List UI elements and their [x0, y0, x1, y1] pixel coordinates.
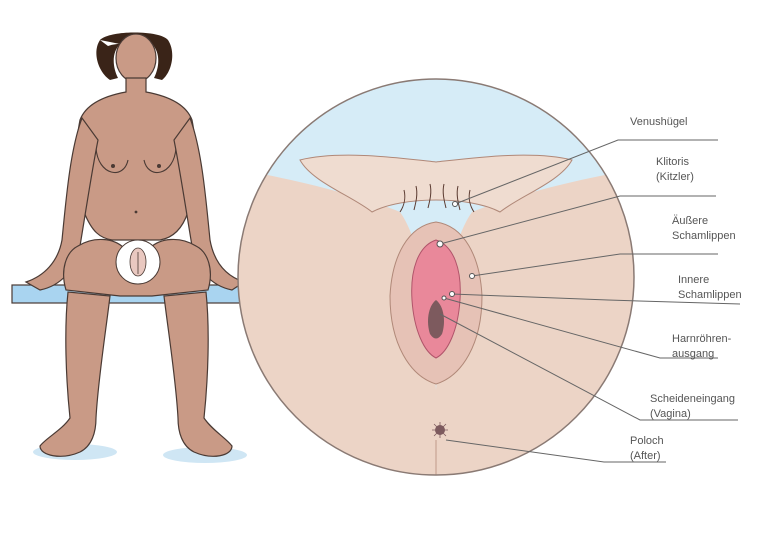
detail-circle — [237, 78, 635, 476]
label-outer-labia-2: Schamlippen — [672, 230, 736, 242]
label-vagina-alt: (Vagina) — [650, 408, 691, 420]
leader-dots — [436, 201, 475, 301]
head — [115, 33, 157, 83]
hair — [96, 32, 173, 80]
seated-figure-illustration — [11, 32, 249, 463]
leader-lines — [439, 139, 741, 463]
label-outer-labia: Äußere — [672, 215, 708, 227]
inner-labia — [411, 239, 461, 359]
label-mons-pubis: Venushügel — [630, 116, 688, 128]
label-vagina: Scheideneingang — [650, 393, 735, 405]
label-inner-labia-2: Schamlippen — [678, 289, 742, 301]
label-urethra: Harnröhren- — [672, 333, 732, 345]
label-anus-alt: (After) — [630, 450, 661, 462]
vaginal-opening — [428, 300, 444, 339]
label-clitoris-alt: (Kitzler) — [656, 171, 694, 183]
right-leg — [163, 291, 233, 457]
right-arm — [173, 116, 246, 291]
label-clitoris: Klitoris — [656, 156, 690, 168]
label-urethra-2: ausgang — [672, 348, 714, 360]
torso — [75, 77, 197, 241]
label-anus: Poloch — [630, 435, 664, 447]
left-arm — [24, 116, 99, 291]
labels: Venushügel Klitoris (Kitzler) Äußere Sch… — [630, 116, 742, 462]
left-leg — [39, 291, 111, 457]
label-inner-labia: Innere — [678, 274, 709, 286]
